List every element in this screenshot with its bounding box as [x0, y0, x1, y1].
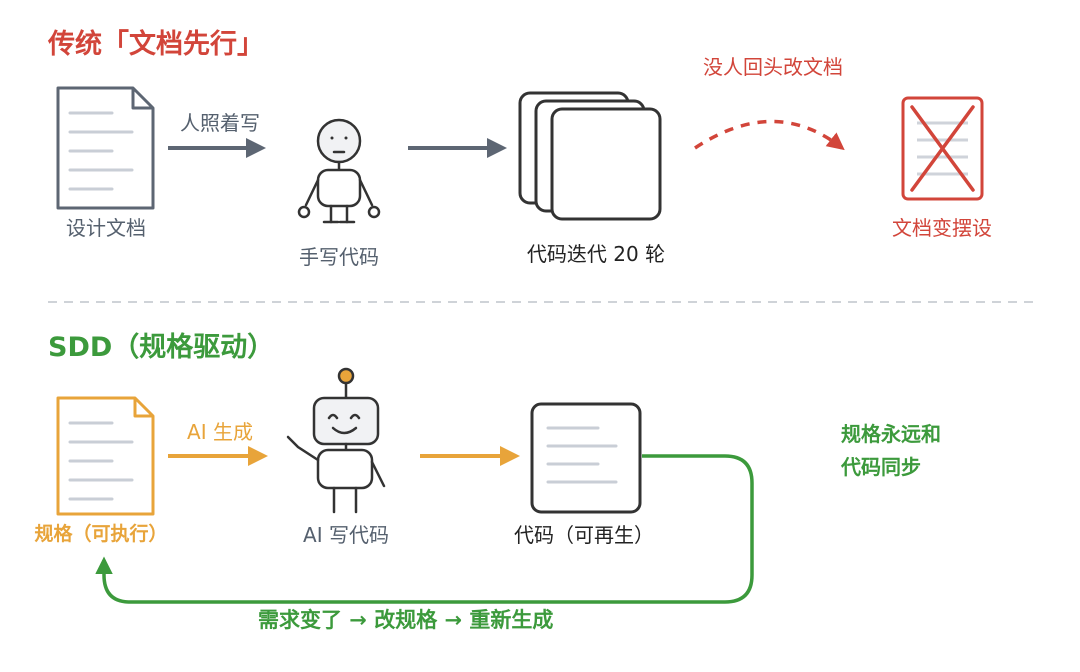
spec-label: 规格（可执行）: [34, 523, 168, 545]
outdated-doc-icon: [901, 96, 984, 201]
sdd-section-title: SDD（规格驱动）: [48, 332, 275, 363]
code-doc-icon: [530, 402, 642, 514]
regenerate-loop-arrow: [95, 454, 754, 604]
design-doc-icon: [56, 86, 155, 210]
iteration-label: 代码迭代 20 轮: [526, 242, 666, 266]
spec-doc-icon: [56, 396, 155, 516]
stacked-pages-icon: [518, 91, 662, 221]
robot-icon: [286, 367, 386, 514]
human-coder-icon: [297, 118, 381, 224]
sync-note-line1: 规格永远和: [841, 422, 941, 446]
nobody-updates-label: 没人回头改文档: [703, 55, 843, 79]
traditional-section-title: 传统「文档先行」: [48, 29, 264, 60]
ai-coding-label: AI 写代码: [303, 523, 389, 547]
loop-label: 需求变了 → 改规格 → 重新生成: [258, 608, 554, 632]
ai-generate-label: AI 生成: [187, 420, 253, 444]
sync-note-line2: 代码同步: [841, 455, 921, 479]
arrow1-label: 人照着写: [180, 111, 260, 135]
code-label: 代码（可再生）: [514, 523, 654, 547]
design-doc-label: 设计文档: [66, 216, 146, 240]
nobody-updates-arrow: [694, 119, 845, 151]
doc-outdated-label: 文档变摆设: [892, 216, 992, 240]
human-coding-label: 手写代码: [299, 245, 379, 269]
